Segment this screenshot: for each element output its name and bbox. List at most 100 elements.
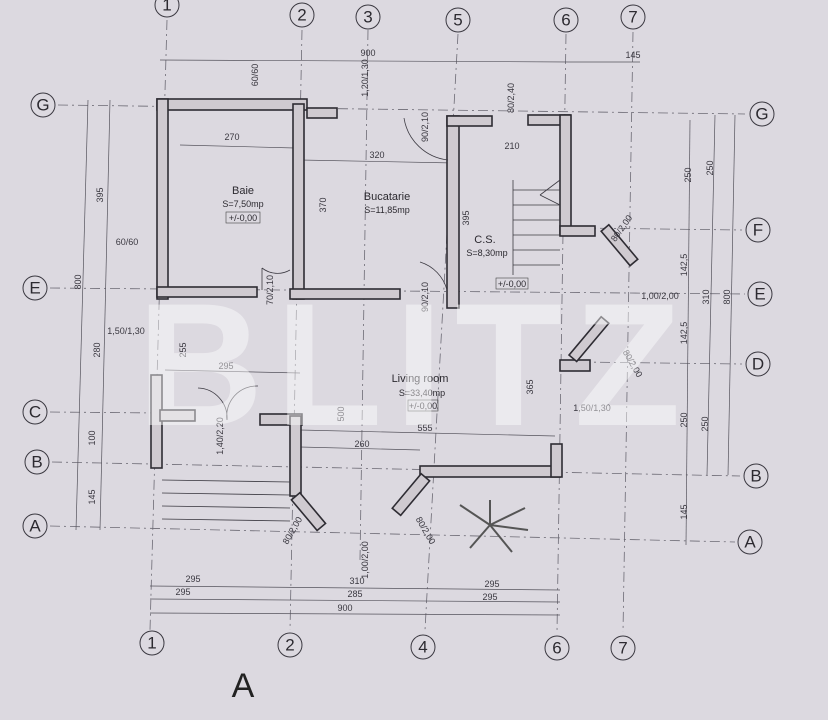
svg-text:C.S.: C.S. <box>474 234 495 246</box>
svg-text:555: 555 <box>417 423 432 433</box>
svg-text:260: 260 <box>354 439 369 449</box>
axis-right-A: A <box>737 529 763 555</box>
svg-text:4: 4 <box>418 638 427 657</box>
axis-bottom-7: 7 <box>610 635 636 661</box>
room-bucatarie: Bucatarie S=11,85mp <box>364 191 410 215</box>
svg-text:142,5: 142,5 <box>679 254 689 277</box>
axis-bottom-6: 6 <box>544 635 570 661</box>
svg-text:7: 7 <box>628 8 637 27</box>
svg-text:900: 900 <box>360 48 375 58</box>
axis-top-3: 3 <box>355 4 381 30</box>
svg-text:1,20/1,30: 1,20/1,30 <box>360 59 370 97</box>
svg-text:365: 365 <box>525 379 535 394</box>
axis-bottom-4: 4 <box>410 634 436 660</box>
svg-text:210: 210 <box>504 141 519 151</box>
dimension-lines <box>75 59 736 616</box>
room-cs: C.S. S=8,30mp +/-0,00 <box>466 234 529 290</box>
svg-text:60/60: 60/60 <box>250 64 260 87</box>
svg-text:145: 145 <box>87 489 97 504</box>
svg-text:2: 2 <box>285 636 294 655</box>
svg-text:90/2,10: 90/2,10 <box>420 282 430 312</box>
axis-top-5: 5 <box>445 7 471 33</box>
svg-text:3: 3 <box>363 8 372 27</box>
svg-text:255: 255 <box>178 342 188 357</box>
svg-text:S=11,85mp: S=11,85mp <box>364 205 410 215</box>
svg-text:285: 285 <box>347 589 362 599</box>
svg-text:60/60: 60/60 <box>116 237 139 247</box>
svg-text:G: G <box>755 105 768 124</box>
svg-text:310: 310 <box>701 289 711 304</box>
axis-right-F: F <box>745 217 771 243</box>
svg-text:Baie: Baie <box>232 185 254 197</box>
svg-text:6: 6 <box>561 11 570 30</box>
svg-text:100: 100 <box>87 430 97 445</box>
svg-text:6: 6 <box>552 639 561 658</box>
svg-text:2: 2 <box>297 6 306 25</box>
svg-text:270: 270 <box>224 132 239 142</box>
svg-text:145: 145 <box>625 50 640 60</box>
palm-tree-icon <box>459 500 529 553</box>
axis-left-A: A <box>22 513 48 539</box>
svg-text:395: 395 <box>95 187 105 202</box>
svg-text:370: 370 <box>318 197 328 212</box>
svg-text:Living room: Living room <box>392 373 449 385</box>
svg-text:B: B <box>31 453 42 472</box>
svg-text:500: 500 <box>336 406 346 421</box>
axis-right-B: B <box>743 463 769 489</box>
svg-text:S=7,50mp: S=7,50mp <box>222 199 263 209</box>
entrance-steps <box>161 479 291 522</box>
svg-text:A: A <box>29 517 41 536</box>
axis-right-G: G <box>749 101 775 127</box>
svg-text:1,40/2,20: 1,40/2,20 <box>215 417 225 455</box>
svg-text:E: E <box>754 285 765 304</box>
svg-text:295: 295 <box>482 592 497 602</box>
axis-left-C: C <box>22 399 48 425</box>
svg-text:5: 5 <box>453 11 462 30</box>
svg-text:1,00/2,00: 1,00/2,00 <box>360 541 370 579</box>
svg-text:395: 395 <box>461 210 471 225</box>
watermark: BLITZ <box>137 268 693 463</box>
svg-text:1: 1 <box>162 0 171 15</box>
svg-text:+/-0,00: +/-0,00 <box>409 401 437 411</box>
staircase <box>512 179 561 275</box>
svg-text:F: F <box>753 221 763 240</box>
svg-text:80/2,40: 80/2,40 <box>506 83 516 113</box>
svg-text:B: B <box>750 467 761 486</box>
svg-text:A: A <box>744 533 756 552</box>
room-baie: Baie S=7,50mp +/-0,00 <box>222 185 264 224</box>
svg-text:250: 250 <box>700 416 710 431</box>
svg-text:295: 295 <box>484 579 499 589</box>
svg-text:800: 800 <box>722 289 732 304</box>
svg-text:Bucatarie: Bucatarie <box>364 191 410 203</box>
svg-text:280: 280 <box>92 342 102 357</box>
axis-left-B: B <box>24 449 50 475</box>
svg-text:250: 250 <box>705 160 715 175</box>
svg-text:7: 7 <box>618 639 627 658</box>
axis-right-E: E <box>747 281 773 307</box>
svg-text:1,00/2,00: 1,00/2,00 <box>641 291 679 301</box>
svg-text:90/2,10: 90/2,10 <box>420 112 430 142</box>
svg-text:1: 1 <box>147 634 156 653</box>
svg-text:295: 295 <box>185 574 200 584</box>
walls <box>150 98 639 532</box>
axis-bottom-1: 1 <box>139 630 165 656</box>
svg-text:G: G <box>36 96 49 115</box>
svg-text:295: 295 <box>175 587 190 597</box>
svg-text:S=33,40mp: S=33,40mp <box>399 388 445 398</box>
svg-text:250: 250 <box>679 412 689 427</box>
svg-text:250: 250 <box>683 167 693 182</box>
axis-top-7: 7 <box>620 4 646 30</box>
svg-text:+/-0,00: +/-0,00 <box>498 279 526 289</box>
section-label: A <box>232 667 255 705</box>
doors <box>197 117 449 421</box>
svg-text:800: 800 <box>73 274 83 289</box>
room-living: Living room S=33,40mp +/-0,00 <box>392 373 449 412</box>
axis-left-E: E <box>22 275 48 301</box>
svg-text:D: D <box>752 355 764 374</box>
svg-text:1,50/1,30: 1,50/1,30 <box>573 403 611 413</box>
axis-bottom-2: 2 <box>277 632 303 658</box>
svg-text:+/-0,00: +/-0,00 <box>229 213 257 223</box>
svg-text:145: 145 <box>679 504 689 519</box>
axis-top-6: 6 <box>553 7 579 33</box>
